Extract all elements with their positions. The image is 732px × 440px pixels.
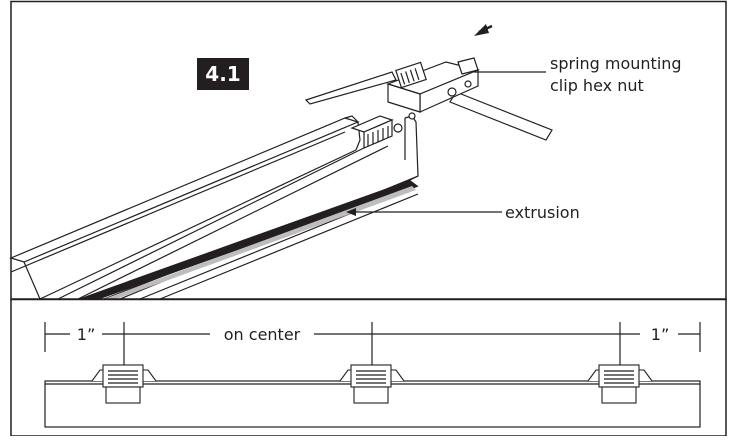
left-edge-dimension: 1” — [77, 325, 95, 344]
side-view-clip-3 — [587, 364, 653, 404]
extrusion-illustration — [9, 115, 419, 300]
extrusion-leader-arrow-icon — [346, 208, 356, 216]
side-view-clip-2 — [339, 364, 405, 404]
step-badge-box — [197, 58, 249, 90]
side-view-clip-1 — [91, 364, 157, 404]
clip-callout-line-2: clip hex nut — [550, 76, 644, 95]
step-badge-label: 4.1 — [205, 62, 240, 86]
dimension-line — [44, 322, 701, 372]
right-edge-dimension: 1” — [651, 325, 669, 344]
spring-clip-illustration — [304, 57, 553, 141]
step-badge: 4.1 — [197, 58, 249, 90]
clip-callout-line-1: spring mounting — [550, 54, 682, 73]
extrusion-callout-label: extrusion — [505, 203, 580, 222]
extrusion-groove — [78, 180, 418, 299]
clip-callout-label: spring mounting clip hex nut — [550, 54, 687, 95]
mounted-clip-illustration — [350, 112, 416, 149]
top-panel: 4.1 — [9, 0, 727, 301]
bottom-panel: 1” on center 1” — [10, 298, 727, 437]
insertion-arrow-icon — [474, 24, 493, 36]
top-panel-frame — [10, 0, 727, 301]
extrusion-groove-highlight — [104, 186, 416, 299]
spacing-dimension: on center — [224, 325, 301, 344]
